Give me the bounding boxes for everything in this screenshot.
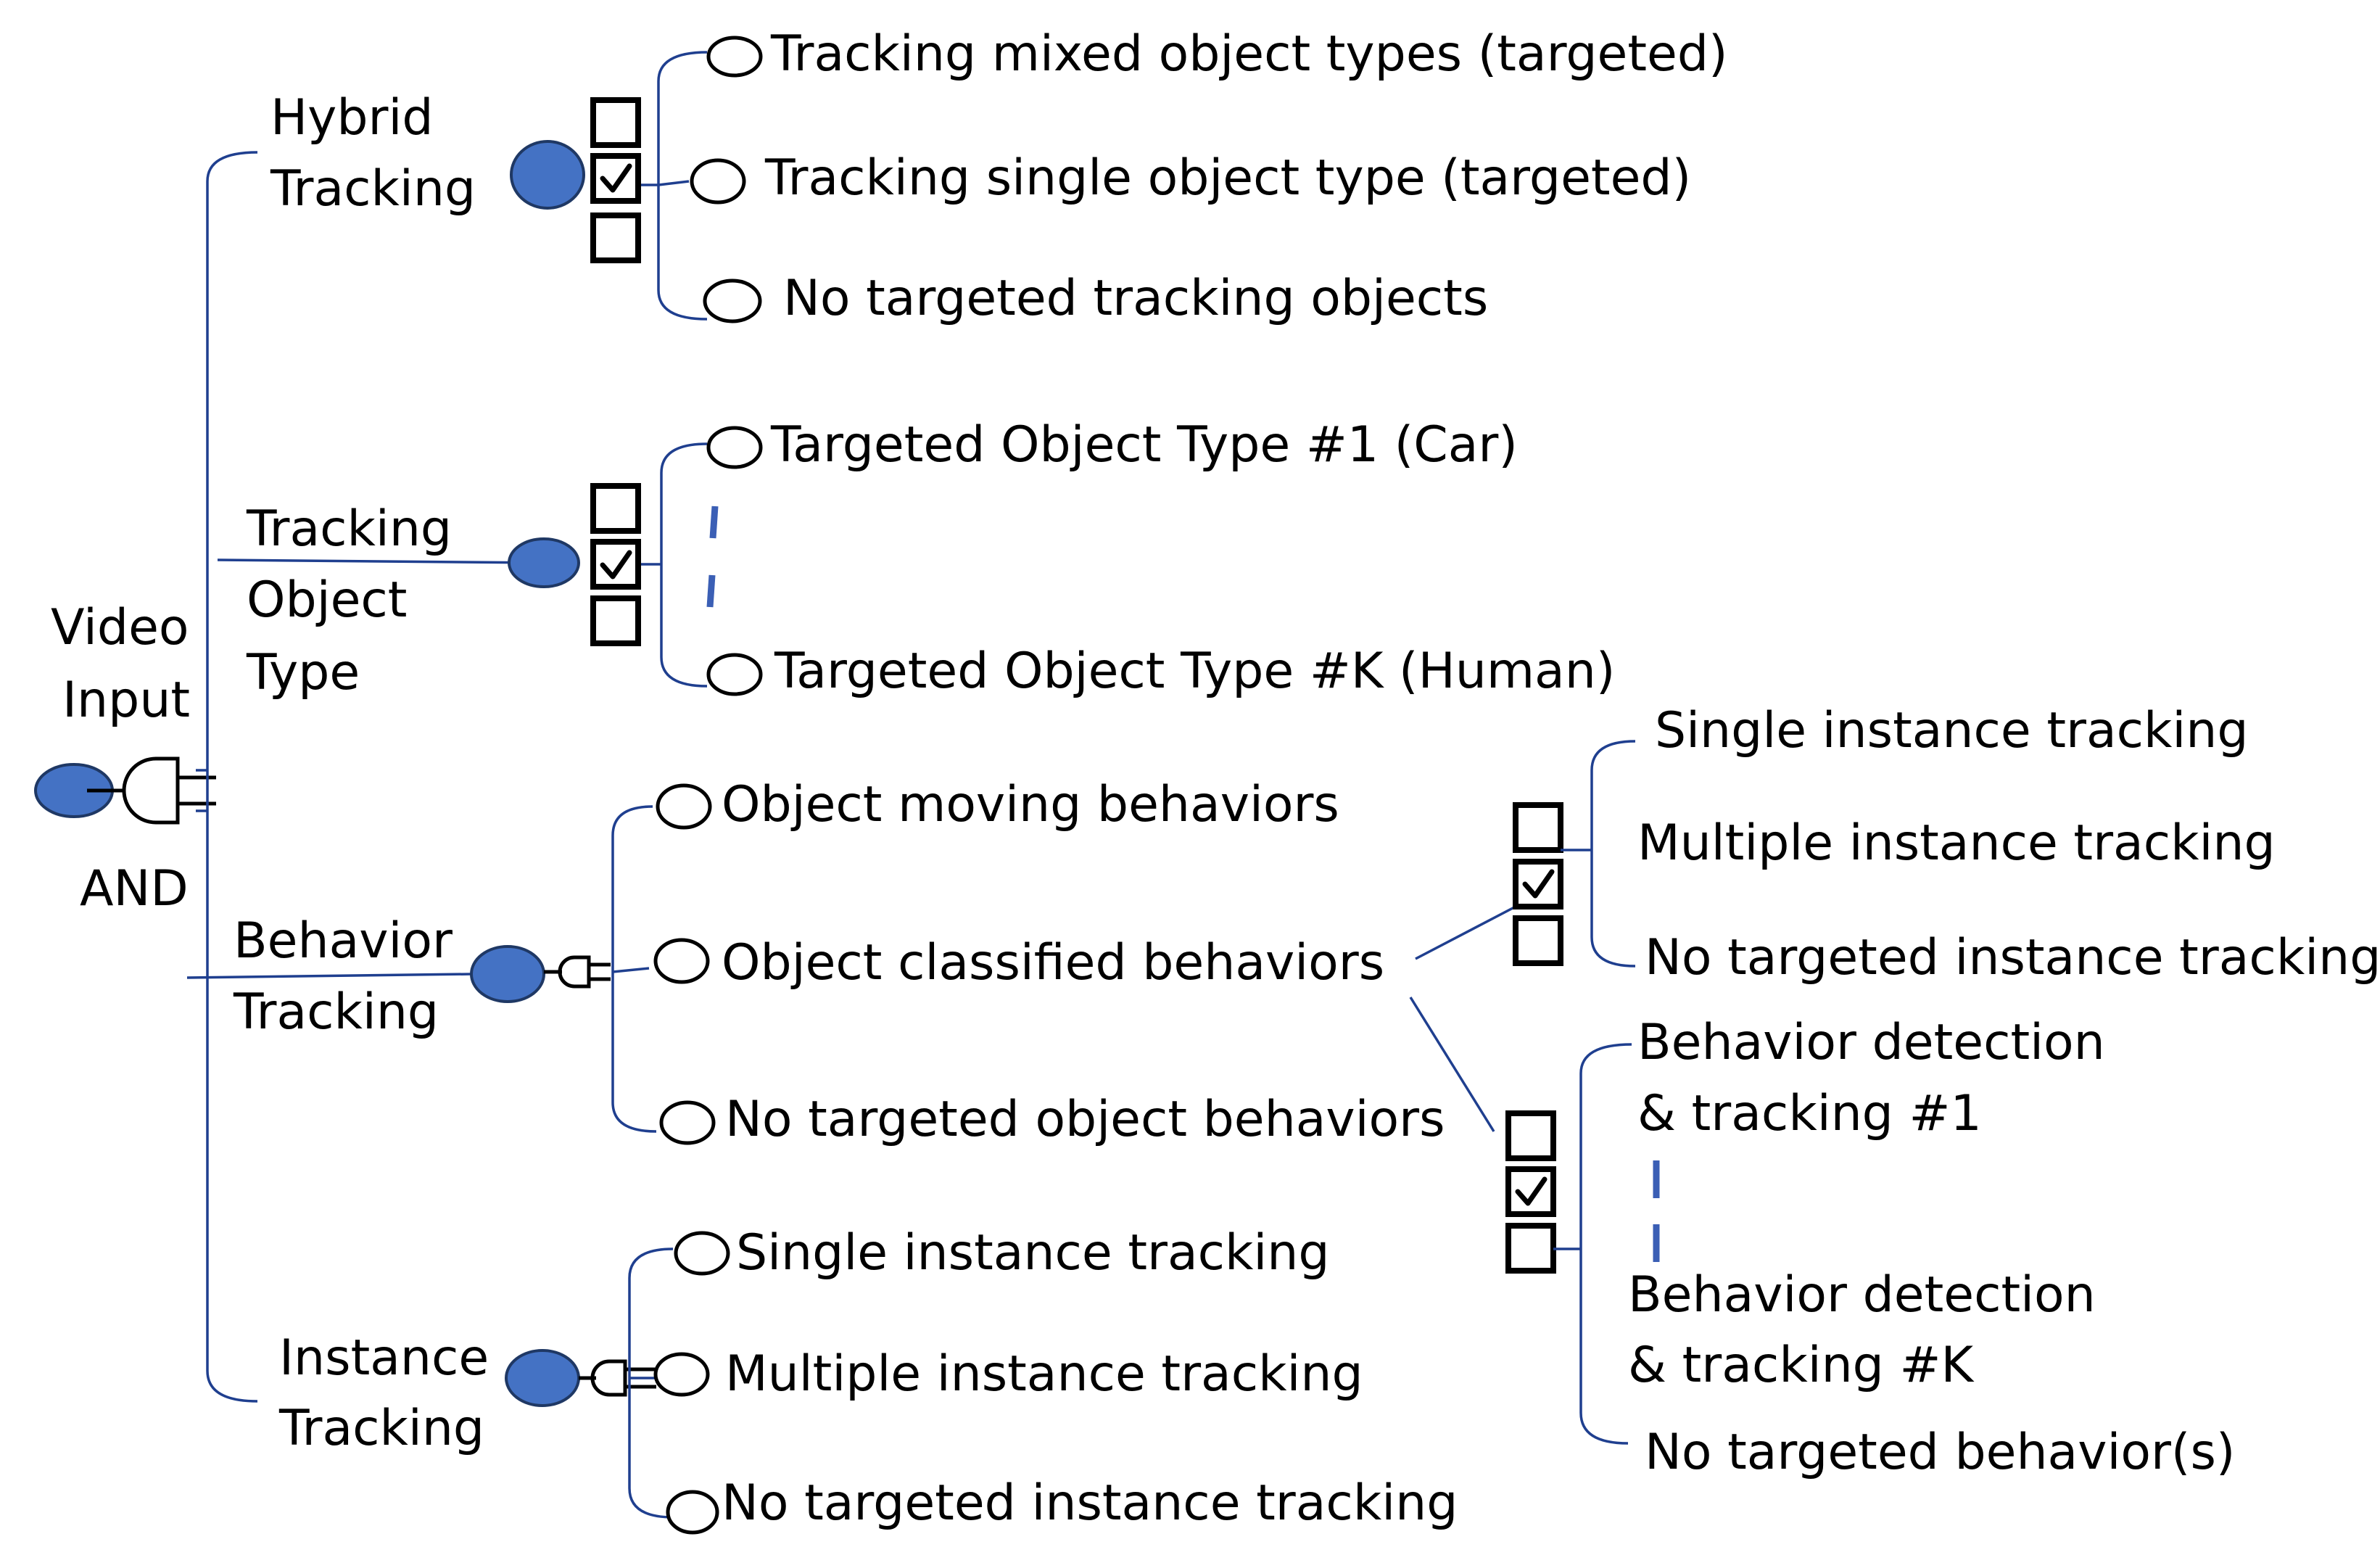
hybrid-tracking-group: Hybrid Tracking Tracking mixed object ty… bbox=[270, 25, 1728, 327]
behavior-detection-k-line1: Behavior detection bbox=[1628, 1266, 2096, 1324]
root-label-line1: Video bbox=[51, 599, 189, 656]
checkbox-checked bbox=[1513, 859, 1563, 910]
object-type-option-k-label: Targeted Object Type #K (Human) bbox=[774, 643, 1615, 700]
ellipsis-dash bbox=[706, 574, 716, 608]
checkmark-icon bbox=[600, 550, 632, 579]
checkbox-unchecked bbox=[1505, 1110, 1556, 1161]
object-type-label-line3: Type bbox=[246, 644, 360, 701]
instance-dot bbox=[505, 1349, 580, 1407]
behavior-dot bbox=[470, 945, 545, 1003]
instance-option-1-circle bbox=[674, 1231, 730, 1276]
behavior-option-1-label: Object moving behaviors bbox=[722, 776, 1339, 833]
behavior-option-2-label: Object classified behaviors bbox=[722, 934, 1384, 991]
root-operator-label: AND bbox=[80, 860, 189, 917]
no-targeted-behavior-label: No targeted behavior(s) bbox=[1645, 1424, 2235, 1481]
hybrid-option-2-label: Tracking single object type (targeted) bbox=[764, 149, 1691, 207]
behavior-detection-1-line2: & tracking #1 bbox=[1637, 1085, 1982, 1142]
hybrid-option-1-circle bbox=[706, 36, 763, 78]
object-type-option-1-label: Targeted Object Type #1 (Car) bbox=[770, 416, 1518, 474]
instance-option-2-label: Multiple instance tracking bbox=[725, 1345, 1363, 1403]
hybrid-dot bbox=[510, 140, 585, 210]
classified-instance-option-2-label: Multiple instance tracking bbox=[1637, 814, 2276, 872]
checkmark-icon bbox=[1522, 869, 1555, 899]
instance-label-line1: Instance bbox=[279, 1329, 489, 1387]
checkbox-checked bbox=[590, 153, 641, 204]
hybrid-alternative-checkbox-group bbox=[590, 97, 641, 263]
object-type-option-1-circle bbox=[706, 426, 763, 469]
hybrid-label-line2: Tracking bbox=[270, 160, 476, 218]
checkbox-unchecked bbox=[590, 213, 641, 263]
behavior-label-line2: Tracking bbox=[233, 983, 439, 1041]
instance-option-2-circle bbox=[653, 1352, 710, 1397]
checkmark-icon bbox=[600, 163, 632, 193]
behavior-option-1-circle bbox=[656, 783, 712, 830]
checkbox-checked bbox=[1505, 1166, 1556, 1217]
instance-label-line2: Tracking bbox=[278, 1400, 484, 1457]
hybrid-option-3-circle bbox=[703, 279, 762, 323]
classified-behavior-checkbox-group bbox=[1505, 1110, 1556, 1274]
ellipsis-dash bbox=[709, 506, 719, 539]
hybrid-option-2-circle bbox=[690, 158, 746, 205]
classified-instance-checkbox-group bbox=[1513, 802, 1563, 966]
checkbox-unchecked bbox=[590, 97, 641, 148]
behavior-label-line1: Behavior bbox=[234, 912, 453, 970]
behavior-detection-k-line2: & tracking #K bbox=[1628, 1337, 1975, 1394]
behavior-option-3-circle bbox=[659, 1100, 716, 1145]
root-label-line2: Input bbox=[62, 672, 190, 729]
root-node: Video Input AND bbox=[34, 599, 216, 917]
checkbox-unchecked bbox=[1513, 802, 1563, 853]
checkbox-checked bbox=[590, 539, 641, 590]
and-gate-icon bbox=[87, 756, 216, 825]
main-trunk bbox=[186, 151, 548, 1403]
instance-option-3-circle bbox=[666, 1490, 719, 1535]
object-type-group: Tracking Object Type Targeted Object Typ… bbox=[246, 416, 1615, 701]
hybrid-option-1-label: Tracking mixed object types (targeted) bbox=[770, 25, 1728, 83]
object-type-label-line2: Object bbox=[247, 572, 407, 629]
instance-option-1-label: Single instance tracking bbox=[736, 1224, 1330, 1282]
hybrid-label-line1: Hybrid bbox=[270, 89, 434, 147]
or-gate-icon bbox=[544, 955, 611, 989]
behavior-tracking-group: Behavior Tracking Object moving behavior… bbox=[233, 702, 2380, 1481]
checkbox-unchecked bbox=[590, 595, 641, 646]
object-type-alternative-checkbox-group bbox=[590, 483, 641, 646]
checkbox-unchecked bbox=[590, 483, 641, 534]
object-type-option-k-circle bbox=[706, 653, 763, 696]
classified-instance-option-3-label: No targeted instance tracking bbox=[1645, 929, 2380, 986]
classified-instance-option-1-label: Single instance tracking bbox=[1655, 702, 2249, 759]
behavior-option-2-circle bbox=[653, 938, 710, 984]
behavior-detection-1-line1: Behavior detection bbox=[1637, 1014, 2105, 1071]
hybrid-option-3-label: No targeted tracking objects bbox=[783, 270, 1488, 327]
object-type-label-line1: Tracking bbox=[246, 500, 452, 558]
checkmark-icon bbox=[1515, 1176, 1548, 1206]
checkbox-unchecked bbox=[1513, 915, 1563, 966]
instance-option-3-label: No targeted instance tracking bbox=[722, 1474, 1458, 1532]
behavior-option-3-label: No targeted object behaviors bbox=[725, 1091, 1445, 1148]
checkbox-unchecked bbox=[1505, 1223, 1556, 1274]
instance-tracking-group: Instance Tracking Single instance tracki… bbox=[278, 1224, 1458, 1535]
object-type-dot bbox=[508, 537, 580, 588]
